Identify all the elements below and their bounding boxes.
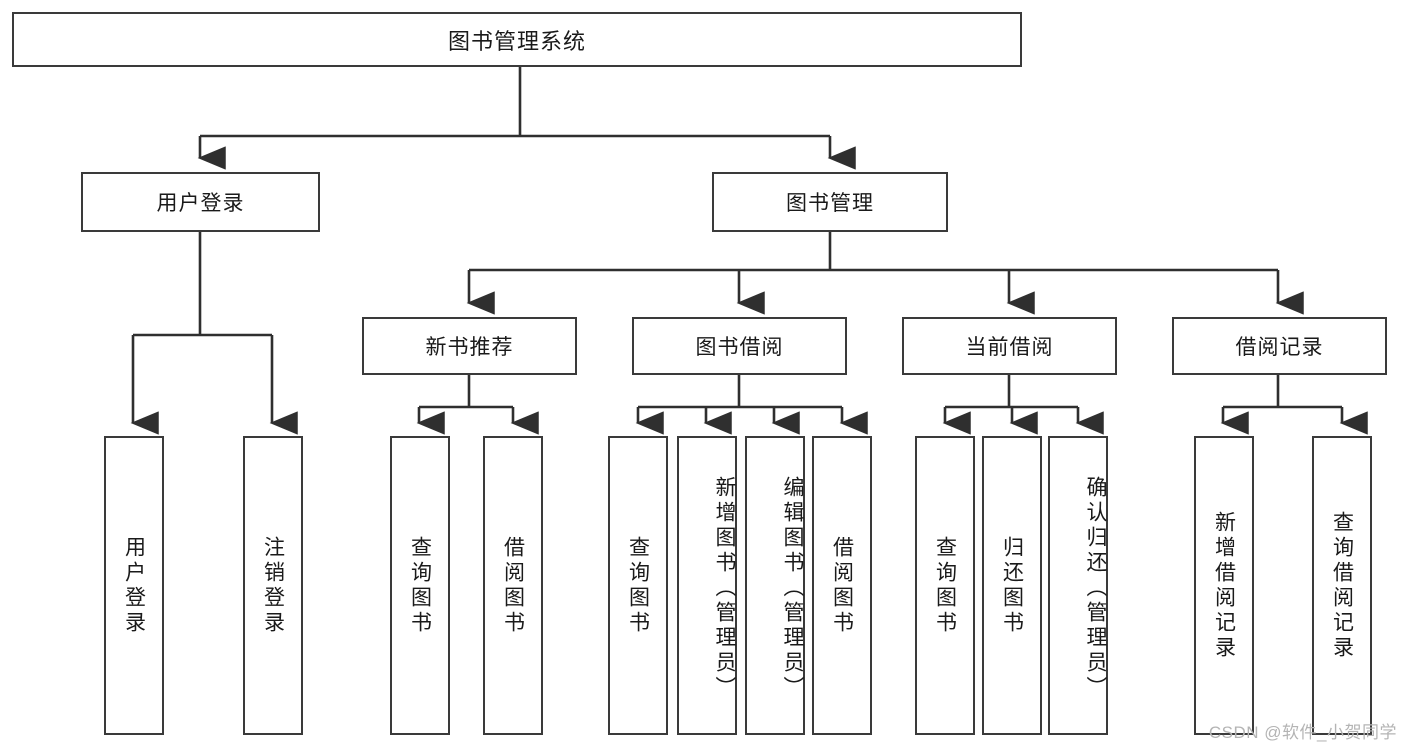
leaf-query-book-recommend[interactable]: 查询图书 [390, 436, 450, 735]
node-book-borrow[interactable]: 图书借阅 [632, 317, 847, 375]
leaf-borrow-book-borrow[interactable]: 借阅图书 [812, 436, 872, 735]
leaf-confirm-return-admin[interactable]: 确认归还（管理员） [1048, 436, 1108, 735]
leaf-query-book-current[interactable]: 查询图书 [915, 436, 975, 735]
node-borrow-record[interactable]: 借阅记录 [1172, 317, 1387, 375]
leaf-query-book-borrow[interactable]: 查询图书 [608, 436, 668, 735]
node-root-system[interactable]: 图书管理系统 [12, 12, 1022, 67]
leaf-return-book[interactable]: 归还图书 [982, 436, 1042, 735]
leaf-query-borrow-record[interactable]: 查询借阅记录 [1312, 436, 1372, 735]
node-new-book-recommend[interactable]: 新书推荐 [362, 317, 577, 375]
leaf-add-book-admin[interactable]: 新增图书（管理员） [677, 436, 737, 735]
leaf-logout-login[interactable]: 注销登录 [243, 436, 303, 735]
leaf-edit-book-admin[interactable]: 编辑图书（管理员） [745, 436, 805, 735]
node-user-login[interactable]: 用户登录 [81, 172, 320, 232]
leaf-add-borrow-record[interactable]: 新增借阅记录 [1194, 436, 1254, 735]
node-book-manage[interactable]: 图书管理 [712, 172, 948, 232]
csdn-watermark: CSDN @软件_小贺同学 [1208, 723, 1397, 742]
leaf-borrow-book-recommend[interactable]: 借阅图书 [483, 436, 543, 735]
leaf-user-login[interactable]: 用户登录 [104, 436, 164, 735]
node-current-borrow[interactable]: 当前借阅 [902, 317, 1117, 375]
